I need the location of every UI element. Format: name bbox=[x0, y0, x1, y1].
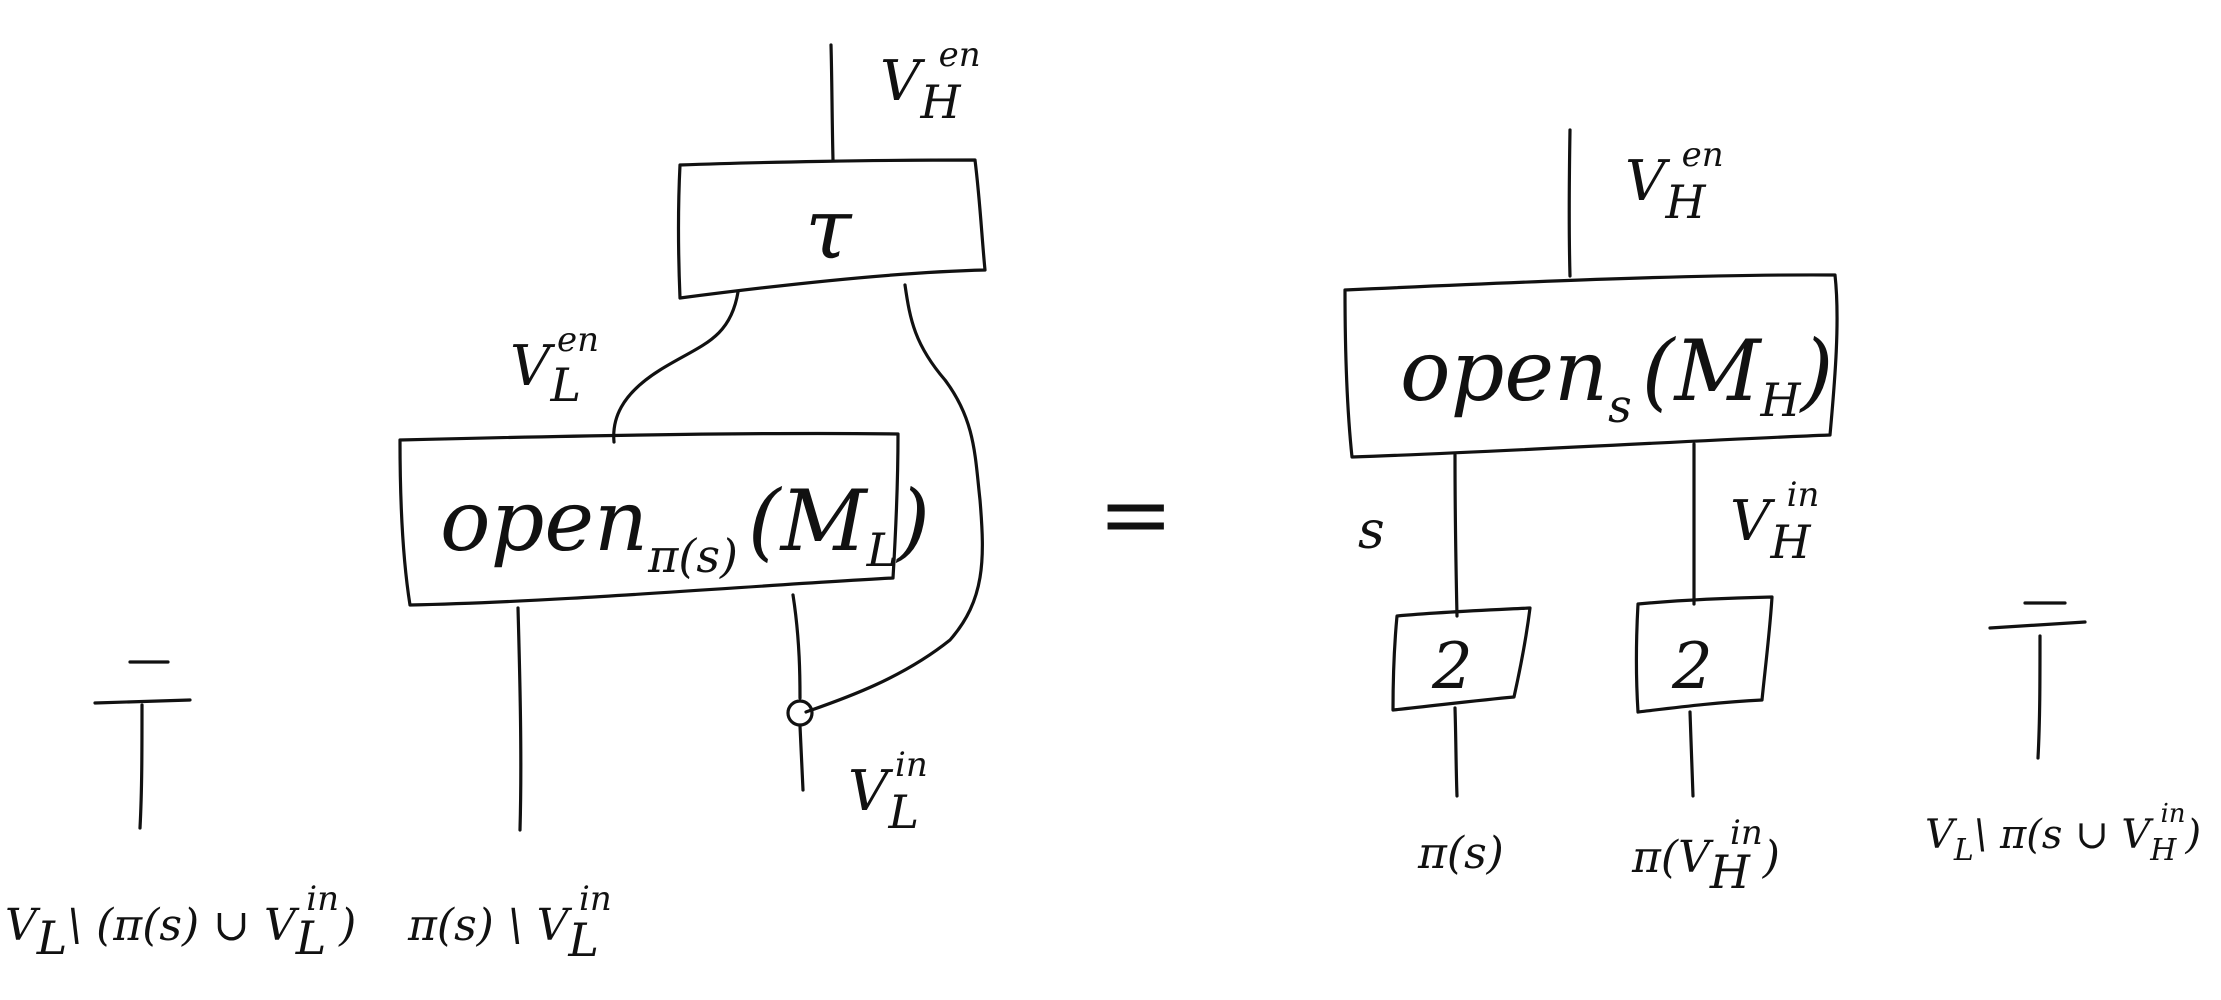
left-open-box bbox=[398, 431, 900, 607]
right-open-box-label: opens(MH) bbox=[1400, 322, 1833, 433]
left-bottom-label: π(s) \ VLin bbox=[407, 879, 612, 967]
equals-sign: = bbox=[1098, 462, 1173, 567]
left-tau-box-label: τ bbox=[805, 180, 853, 278]
far-left-label: VL\ (π(s) ∪ VLin) bbox=[5, 879, 356, 965]
left-discard-symbol bbox=[93, 660, 192, 830]
right-discard-symbol bbox=[1988, 601, 2087, 760]
right-top-wire bbox=[1567, 128, 1572, 278]
left-tau-box bbox=[676, 158, 987, 300]
right-bottom-right-label: π(VHin) bbox=[1631, 813, 1780, 899]
right-right-small-box bbox=[1634, 595, 1774, 714]
far-right-label: VL\ π(s ∪ VHin) bbox=[1925, 799, 2201, 868]
right-left-wire-label: s bbox=[1358, 501, 1385, 561]
left-middle-wire bbox=[612, 290, 740, 444]
left-middle-wire-label: VLen bbox=[510, 320, 599, 412]
right-left-small-box-label: 2 bbox=[1431, 630, 1473, 704]
right-bottom-wire-right bbox=[1688, 710, 1695, 798]
left-bypass-wire bbox=[804, 283, 984, 714]
left-open-box-label: openπ(s)(ML) bbox=[440, 472, 930, 583]
right-right-small-box-label: 2 bbox=[1671, 630, 1713, 704]
right-open-box bbox=[1343, 273, 1839, 459]
left-top-wire bbox=[829, 43, 835, 162]
right-top-wire-label: VHen bbox=[1625, 135, 1724, 229]
left-top-wire-label: VHen bbox=[880, 35, 981, 129]
right-bottom-wire-left bbox=[1453, 706, 1459, 798]
left-input-wire bbox=[791, 593, 802, 700]
left-input-wire-label: VLin bbox=[848, 745, 928, 839]
right-left-small-box bbox=[1391, 606, 1532, 712]
left-input-wire-lower bbox=[798, 724, 805, 792]
right-bottom-left-label: π(s) bbox=[1417, 828, 1504, 879]
left-bottom-wire-1 bbox=[516, 606, 523, 832]
right-left-wire bbox=[1453, 453, 1459, 618]
right-right-wire-label: VHin bbox=[1730, 475, 1819, 569]
left-junction-marker bbox=[786, 699, 814, 727]
